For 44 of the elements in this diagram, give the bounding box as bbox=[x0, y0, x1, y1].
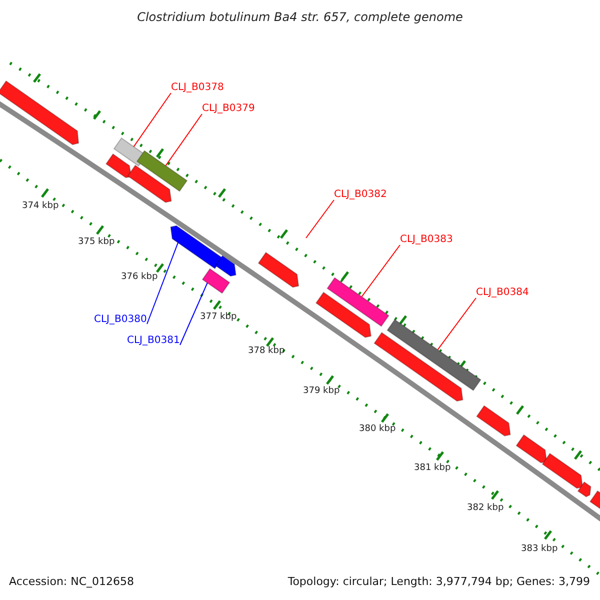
leader-line bbox=[146, 242, 178, 324]
leader-line bbox=[165, 114, 202, 166]
title: Clostridium botulinum Ba4 str. 657, complete genome bbox=[136, 10, 464, 25]
scale-label: 377 kbp bbox=[200, 312, 237, 323]
gene-bar bbox=[214, 255, 236, 277]
leader-line bbox=[306, 200, 334, 238]
gene-bar bbox=[326, 277, 390, 327]
gene-bar bbox=[542, 452, 584, 489]
scale-label: 376 kbp bbox=[121, 272, 158, 283]
gene-label: CLJ_B0379 bbox=[202, 103, 255, 115]
scale-label: 380 kbp bbox=[359, 424, 396, 435]
gene-bar bbox=[476, 405, 511, 436]
leader-line bbox=[361, 244, 400, 298]
gene-bar bbox=[136, 150, 188, 192]
gene-bar bbox=[202, 268, 230, 294]
leader-line bbox=[133, 92, 172, 148]
scale-label: 381 kbp bbox=[414, 463, 451, 474]
gene-bar bbox=[577, 481, 592, 498]
gene-bar bbox=[0, 80, 80, 146]
leader-line bbox=[437, 298, 476, 350]
gene-bar bbox=[258, 252, 300, 288]
scale-label: 378 kbp bbox=[248, 346, 285, 357]
leader-line bbox=[180, 282, 208, 346]
scale-label: 379 kbp bbox=[303, 386, 340, 397]
gene-label: CLJ_B0384 bbox=[476, 287, 529, 299]
gene-label: CLJ_B0383 bbox=[400, 234, 453, 246]
scale-label: 375 kbp bbox=[78, 237, 115, 248]
gene-bar bbox=[589, 490, 600, 512]
gene-bar bbox=[170, 225, 223, 270]
gene-bar bbox=[127, 164, 172, 203]
gene-bar bbox=[105, 153, 132, 178]
scale-label: 382 kbp bbox=[467, 503, 504, 514]
gene-label: CLJ_B0382 bbox=[334, 189, 387, 201]
gene-bar bbox=[516, 434, 548, 464]
footer-text: Accession: NC_012658 bbox=[9, 575, 134, 589]
gene-bar bbox=[315, 292, 372, 338]
gene-label: CLJ_B0380 bbox=[94, 314, 147, 326]
footer-text: Topology: circular; Length: 3,977,794 bp; Genes: 3,799 bbox=[288, 575, 590, 589]
gene-bar bbox=[386, 318, 482, 392]
gene-label: CLJ_B0378 bbox=[171, 82, 224, 94]
scale-label: 374 kbp bbox=[22, 201, 59, 212]
gene-label: CLJ_B0381 bbox=[127, 335, 180, 347]
scale-label: 383 kbp bbox=[521, 544, 558, 555]
gene-bar bbox=[374, 332, 464, 402]
